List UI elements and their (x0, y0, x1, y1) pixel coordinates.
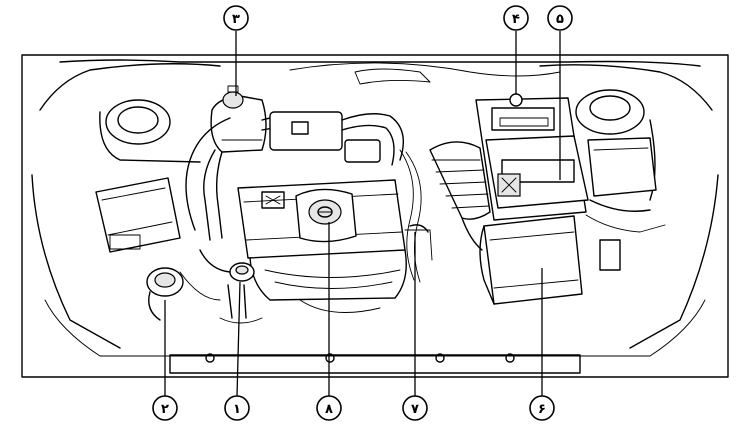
coolant-cap (222, 91, 244, 109)
callout-2-label: ۲ (161, 402, 169, 417)
battery-terminal (509, 93, 523, 107)
intake-box (269, 111, 404, 166)
air-intake-hose (429, 141, 491, 251)
left-fuse-box (95, 177, 181, 253)
brake-fluid-reservoir (146, 267, 184, 321)
air-filter-box (479, 215, 583, 305)
engine-block (199, 249, 407, 301)
callout-7: ۷ (402, 395, 428, 421)
diagram-frame (21, 54, 729, 378)
battery-assembly (475, 93, 589, 221)
callout-4: ۴ (503, 5, 529, 31)
callout-5-label: ۵ (556, 12, 564, 27)
callout-1-label: ۱ (233, 402, 241, 417)
ecu-box (587, 137, 657, 271)
callout-leaders (164, 31, 561, 397)
callout-4-label: ۴ (512, 12, 520, 27)
callout-8: ۸ (316, 395, 342, 421)
callout-7-label: ۷ (411, 402, 419, 417)
oil-filler-cap (295, 188, 357, 243)
callout-6-label: ۶ (538, 402, 546, 417)
callout-5: ۵ (547, 5, 573, 31)
left-strut-tower (99, 99, 201, 163)
callout-6: ۶ (529, 395, 555, 421)
right-strut-tower (575, 89, 656, 201)
callout-2: ۲ (152, 395, 178, 421)
engine-bay-outline (31, 59, 719, 374)
callout-3-label: ۳ (232, 12, 240, 27)
callout-3: ۳ (223, 5, 249, 31)
dipstick-tube (219, 262, 263, 324)
coolant-reservoir (203, 85, 267, 241)
callout-1: ۱ (224, 395, 250, 421)
callout-8-label: ۸ (325, 402, 333, 417)
